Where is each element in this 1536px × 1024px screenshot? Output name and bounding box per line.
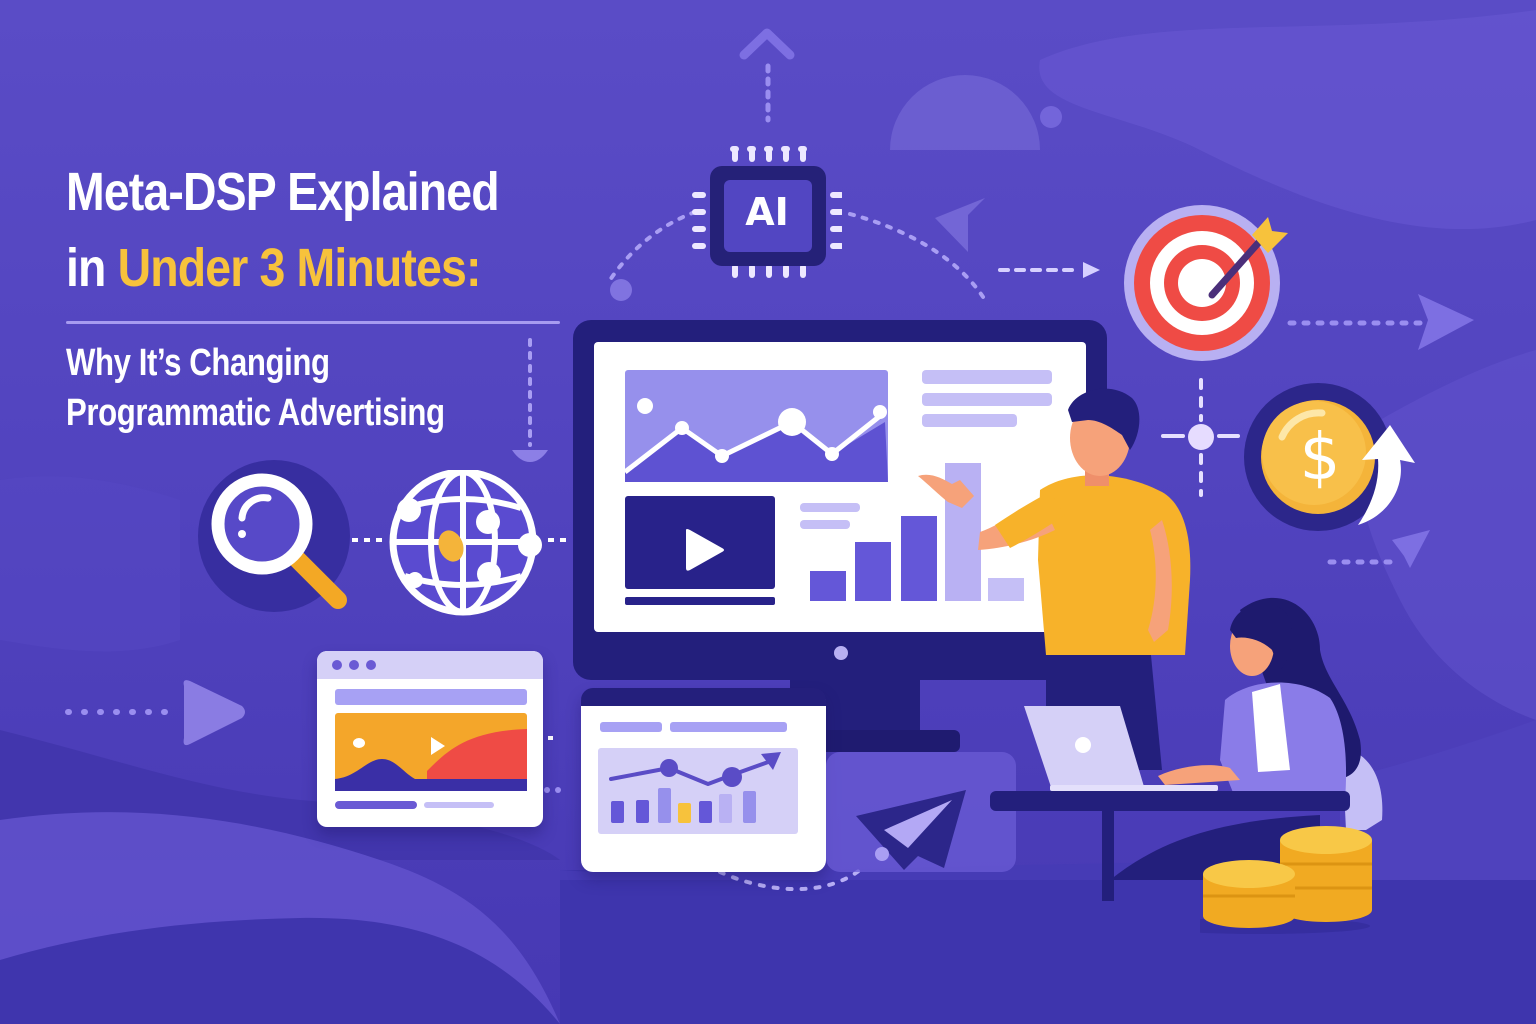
dollar-symbol: $ (1300, 421, 1341, 495)
browser-window-analytics (581, 688, 826, 872)
ai-chip-label: AI (745, 190, 789, 234)
magnifier-icon (198, 460, 350, 612)
play-icon (686, 529, 724, 571)
browser-window-video (317, 651, 543, 827)
dollar-coin-icon: $ (1244, 383, 1415, 531)
globe-network-icon (389, 470, 542, 616)
subtitle: Why It’s Changing Programmatic Advertisi… (66, 338, 445, 438)
monitor-power-dot (834, 646, 848, 660)
headline-line-2: in Under 3 Minutes: (66, 236, 499, 300)
ai-chip-icon: AI (692, 148, 844, 278)
headline-prefix: in (66, 238, 118, 298)
headline: Meta-DSP Explained in Under 3 Minutes: (66, 160, 569, 300)
man-presenter-illustration (918, 388, 1191, 770)
subtitle-line-2: Programmatic Advertising (66, 392, 445, 434)
play-icon (431, 737, 445, 755)
window-titlebar (317, 651, 543, 679)
target-arrow-icon (1124, 205, 1288, 361)
subtitle-line-1: Why It’s Changing (66, 342, 330, 384)
headline-highlight: Under 3 Minutes: (117, 238, 482, 298)
headline-line-1: Meta-DSP Explained (66, 162, 500, 222)
paper-plane-icon (826, 752, 1016, 872)
headline-divider (66, 321, 560, 324)
dashboard-graphics (623, 370, 1052, 605)
coin-stack-icon (1200, 826, 1372, 934)
